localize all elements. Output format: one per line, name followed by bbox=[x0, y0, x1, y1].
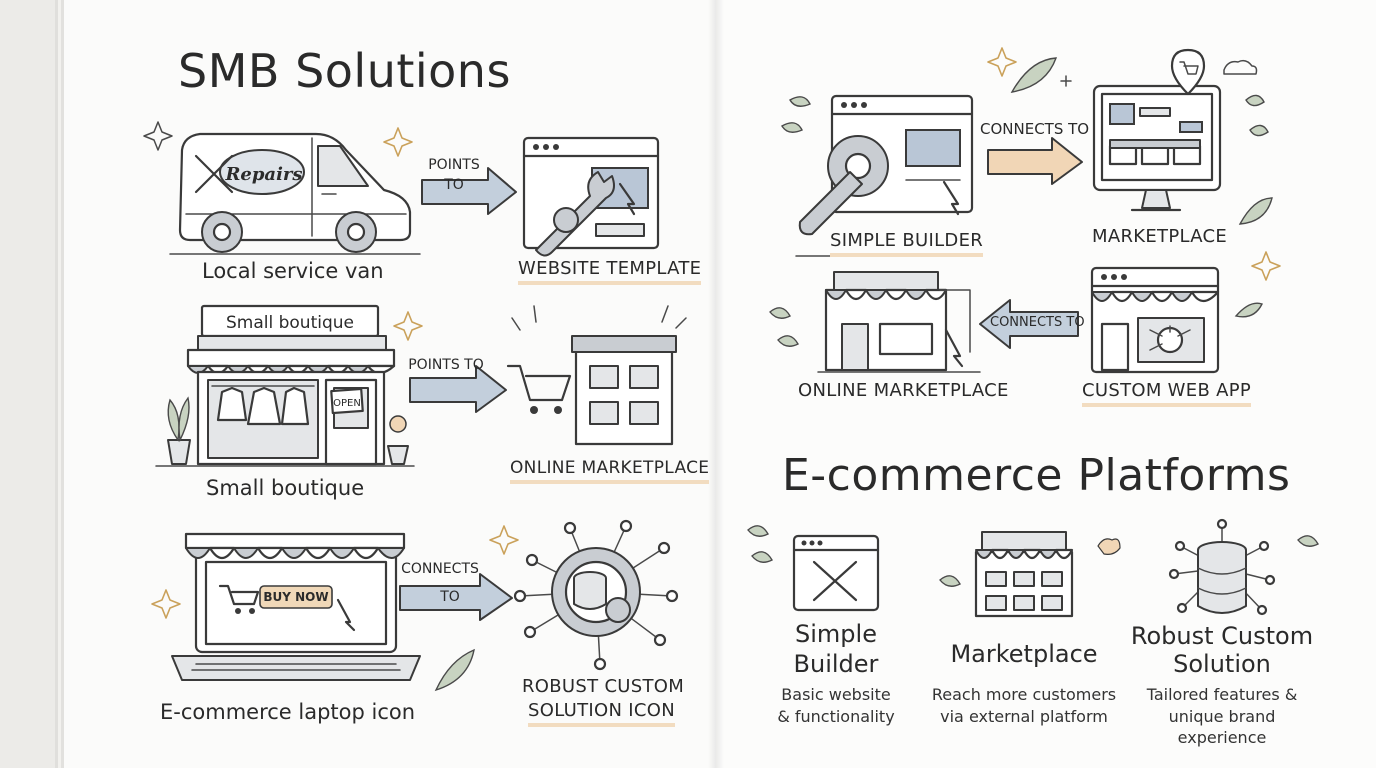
arrow3-label-line2: TO bbox=[440, 589, 460, 605]
tier-simple-builder-icon bbox=[792, 534, 880, 612]
laptop-caption: E-commerce laptop icon bbox=[160, 700, 416, 724]
tier2-desc-line2: via external platform bbox=[940, 707, 1108, 726]
arrow-points-to-1 bbox=[421, 167, 517, 215]
robust-gear-network-icon bbox=[513, 519, 679, 671]
right-arrow-top-label: CONNECTS TO bbox=[980, 120, 1090, 138]
custom-web-app-caption: CUSTOM WEB APP bbox=[1082, 380, 1252, 407]
robust-caption-line1: ROBUST CUSTOM bbox=[522, 676, 685, 697]
robust-caption-line2: SOLUTION ICON bbox=[528, 700, 675, 727]
boutique-storefront-icon bbox=[155, 304, 415, 467]
simple-builder-icon bbox=[795, 94, 974, 257]
website-template-caption: WEBSITE TEMPLATE bbox=[518, 258, 702, 285]
right-arrow-mid-label: CONNECTS TO bbox=[990, 315, 1085, 330]
simple-builder-caption: SIMPLE BUILDER bbox=[830, 230, 984, 257]
van-logo-text: Repairs bbox=[224, 164, 302, 185]
tier2-title: Marketplace bbox=[950, 640, 1098, 668]
online-marketplace-store-icon bbox=[817, 271, 981, 373]
online-marketplace-caption-left: ONLINE MARKETPLACE bbox=[510, 458, 710, 484]
service-van-icon bbox=[169, 132, 421, 255]
arrow3-label-line1: CONNECTS bbox=[401, 561, 479, 577]
arrow-connects-to-left bbox=[399, 573, 513, 621]
tier-database-network-icon bbox=[1168, 518, 1276, 616]
marketplace-monitor-icon bbox=[1092, 48, 1222, 212]
marketplace-building-icon bbox=[506, 305, 687, 446]
van-caption: Local service van bbox=[202, 259, 384, 283]
boutique-caption: Small boutique bbox=[206, 476, 365, 500]
buy-now-button-text: BUY NOW bbox=[263, 590, 328, 604]
decorative-leaves bbox=[434, 57, 1319, 692]
website-template-icon bbox=[522, 136, 660, 257]
decorative-sparkles bbox=[143, 47, 1281, 619]
arrow1-label-line1: POINTS bbox=[428, 157, 480, 173]
tier-marketplace-icon bbox=[974, 531, 1074, 618]
open-sign-text: OPEN bbox=[333, 398, 361, 409]
tier1-title-line2: Builder bbox=[793, 650, 879, 678]
tier2-desc-line1: Reach more customers bbox=[931, 685, 1117, 704]
tier3-desc-line2: unique brand experience bbox=[1168, 707, 1276, 747]
tier3-title-line1: Robust Custom bbox=[1130, 622, 1314, 650]
arrow-points-to-2 bbox=[409, 365, 507, 413]
arrow2-label: POINTS TO bbox=[408, 357, 484, 373]
custom-web-app-icon bbox=[1090, 266, 1220, 374]
boutique-sign-text: Small boutique bbox=[226, 313, 354, 333]
online-marketplace-caption-right: ONLINE MARKETPLACE bbox=[798, 380, 1009, 401]
right-title: E-commerce Platforms bbox=[782, 450, 1291, 501]
book-spine bbox=[708, 0, 724, 768]
arrow-connects-to-right-top bbox=[987, 137, 1083, 185]
arrow-connects-to-right-mid bbox=[979, 299, 1079, 349]
tier3-desc-line1: Tailored features & bbox=[1146, 685, 1298, 704]
ecommerce-laptop-icon bbox=[171, 532, 421, 681]
left-title: SMB Solutions bbox=[178, 44, 511, 98]
marketplace-caption: MARKETPLACE bbox=[1092, 226, 1228, 247]
tier1-desc-line2: & functionality bbox=[777, 707, 895, 726]
arrow1-label-line2: TO bbox=[444, 177, 464, 193]
tier3-title-line2: Solution bbox=[1173, 650, 1271, 678]
tier1-title-line1: Simple bbox=[795, 620, 877, 648]
tier1-desc-line1: Basic website bbox=[781, 685, 891, 704]
